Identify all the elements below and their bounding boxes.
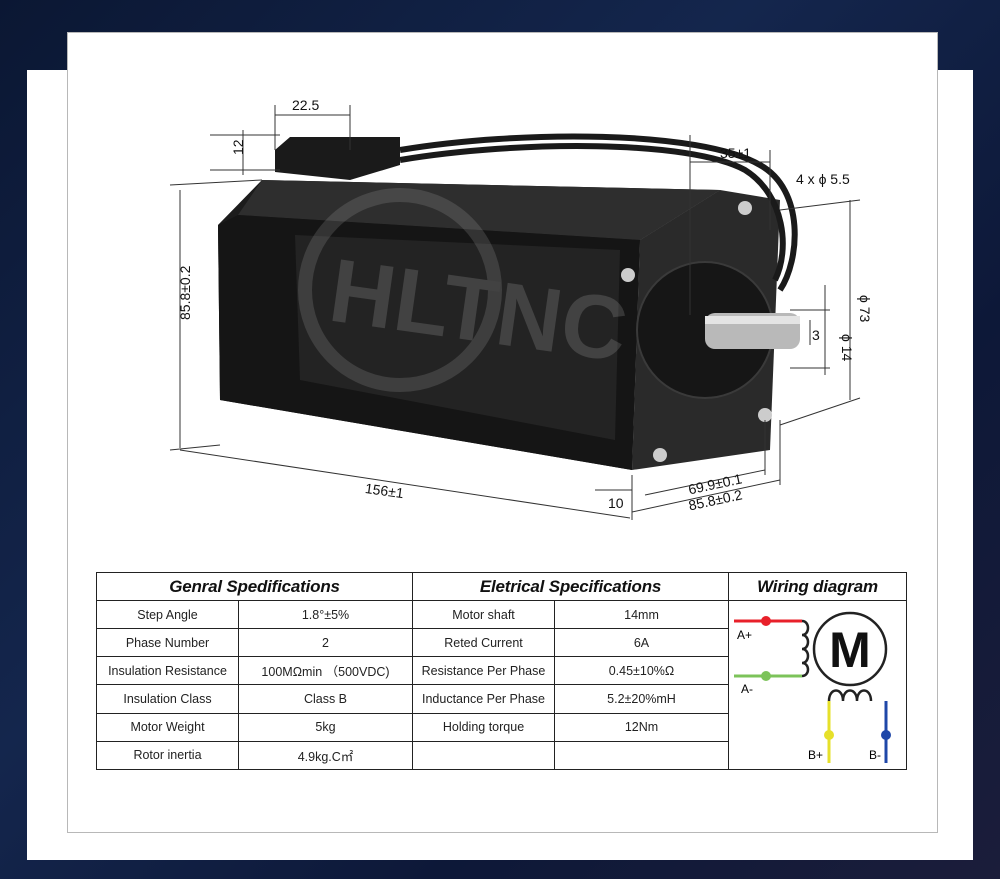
table-row: Motor Weight 5kg Holding torque 12Nm bbox=[96, 712, 907, 742]
general-label: Phase Number bbox=[96, 628, 239, 658]
table-row: Phase Number 2 Reted Current 6A bbox=[96, 628, 907, 658]
electrical-label: Resistance Per Phase bbox=[412, 656, 555, 686]
dim-key-width: 3 bbox=[812, 327, 820, 343]
a-minus-label: A- bbox=[741, 682, 753, 696]
general-value: 1.8°±5% bbox=[238, 599, 413, 630]
dim-connector-width: 22.5 bbox=[292, 97, 319, 113]
general-value: 5kg bbox=[238, 712, 413, 742]
motor-label: M bbox=[829, 622, 871, 678]
wiring-diagram: M A+ A- B+ B- bbox=[728, 600, 907, 770]
dim-shaft-diameter: ϕ 14 bbox=[839, 334, 855, 362]
coil-b-icon bbox=[827, 689, 873, 702]
electrical-label bbox=[412, 740, 555, 771]
dimension-lines bbox=[169, 105, 861, 520]
motor-symbol-icon bbox=[812, 611, 888, 687]
b-plus-label: B+ bbox=[808, 748, 823, 762]
dim-shaft-length: 35±1 bbox=[720, 145, 751, 161]
electrical-value: 6A bbox=[554, 628, 729, 658]
electrical-value: 14mm bbox=[554, 599, 729, 630]
electrical-label: Inductance Per Phase bbox=[412, 684, 555, 714]
dim-body-height: 85.8±0.2 bbox=[177, 265, 193, 320]
electrical-label: Motor shaft bbox=[412, 599, 555, 630]
general-value: 4.9kg.C㎡ bbox=[238, 740, 413, 771]
dim-connector-height: 12 bbox=[230, 139, 246, 155]
electrical-value bbox=[554, 740, 729, 771]
dim-pilot-diameter: ϕ 73 bbox=[857, 295, 873, 323]
dim-mount-holes: 4 x ϕ 5.5 bbox=[796, 171, 850, 187]
general-value: 100MΩmin （500VDC) bbox=[238, 656, 413, 686]
electrical-label: Reted Current bbox=[412, 628, 555, 658]
table-row: Rotor inertia 4.9kg.C㎡ bbox=[96, 740, 907, 771]
b-minus-label: B- bbox=[869, 748, 881, 762]
dim-flange-thickness: 10 bbox=[608, 495, 624, 511]
dim-body-length: 156±1 bbox=[364, 480, 405, 501]
electrical-value: 0.45±10%Ω bbox=[554, 656, 729, 686]
general-label: Insulation Class bbox=[96, 684, 239, 714]
spec-table: Genral Spedifications Eletrical Specific… bbox=[96, 572, 907, 771]
general-label: Insulation Resistance bbox=[96, 656, 239, 686]
table-row: Insulation Resistance 100MΩmin （500VDC) … bbox=[96, 656, 907, 686]
general-spec-title: Genral Spedifications bbox=[96, 572, 413, 601]
electrical-value: 12Nm bbox=[554, 712, 729, 742]
wiring-title: Wiring diagram bbox=[728, 572, 907, 601]
coil-a-icon bbox=[801, 619, 810, 678]
general-value: 2 bbox=[238, 628, 413, 658]
general-value: Class B bbox=[238, 684, 413, 714]
electrical-label: Holding torque bbox=[412, 712, 555, 742]
general-label: Step Angle bbox=[96, 599, 239, 630]
motor-dimension-drawing: HLTNC 22.5 12 85.8±0.2 156±1 35±1 4 x ϕ … bbox=[169, 97, 873, 520]
general-label: Motor Weight bbox=[96, 712, 239, 742]
general-label: Rotor inertia bbox=[96, 740, 239, 771]
a-plus-label: A+ bbox=[737, 628, 752, 642]
electrical-spec-title: Eletrical Specifications bbox=[412, 572, 729, 601]
motor-body bbox=[218, 133, 800, 470]
electrical-value: 5.2±20%mH bbox=[554, 684, 729, 714]
table-row: Step Angle 1.8°±5% Motor shaft 14mm M A+… bbox=[96, 599, 907, 770]
